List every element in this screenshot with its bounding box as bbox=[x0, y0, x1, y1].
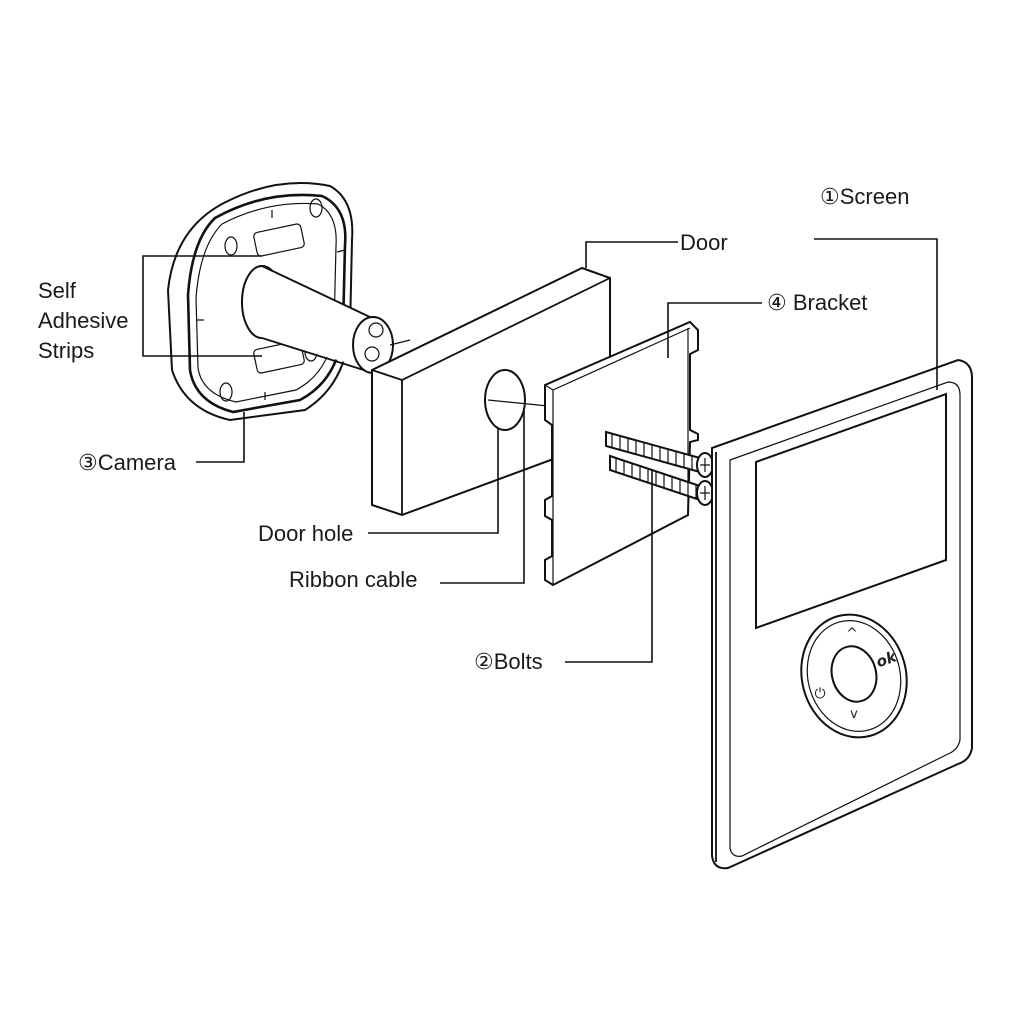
label-self-adhesive-line3: Strips bbox=[38, 338, 94, 363]
down-arrow-icon[interactable]: v bbox=[850, 707, 858, 722]
door-hole-opening bbox=[484, 369, 526, 431]
power-icon[interactable]: ⏻ bbox=[814, 686, 825, 702]
label-door: Door bbox=[680, 230, 728, 255]
label-self-adhesive-line2: Adhesive bbox=[38, 308, 129, 333]
screen-display bbox=[755, 392, 947, 630]
adhesive-strip-top bbox=[253, 223, 305, 257]
label-screen: ①Screen bbox=[820, 184, 909, 209]
camera-unit bbox=[166, 182, 411, 422]
adhesive-strip-bottom bbox=[253, 340, 305, 374]
up-arrow-icon[interactable]: ^ bbox=[846, 626, 858, 642]
bolt-upper bbox=[605, 430, 714, 478]
bolt-lower bbox=[609, 454, 714, 506]
labels: ①Screen Door ④ Bracket Self Adhesive Str… bbox=[38, 184, 909, 674]
bolts bbox=[605, 430, 714, 506]
label-bolts: ②Bolts bbox=[474, 649, 543, 674]
screen-bezel bbox=[729, 381, 961, 857]
leader-lines bbox=[142, 238, 938, 663]
label-camera: ③Camera bbox=[78, 450, 177, 475]
center-button[interactable] bbox=[826, 641, 883, 706]
label-self-adhesive-line1: Self bbox=[38, 278, 77, 303]
label-bracket: ④ Bracket bbox=[767, 290, 867, 315]
label-ribbon-cable: Ribbon cable bbox=[289, 567, 417, 592]
bracket bbox=[544, 320, 699, 587]
label-door-hole: Door hole bbox=[258, 521, 353, 546]
screen-unit: ^ v ok ⏻ bbox=[711, 358, 973, 870]
